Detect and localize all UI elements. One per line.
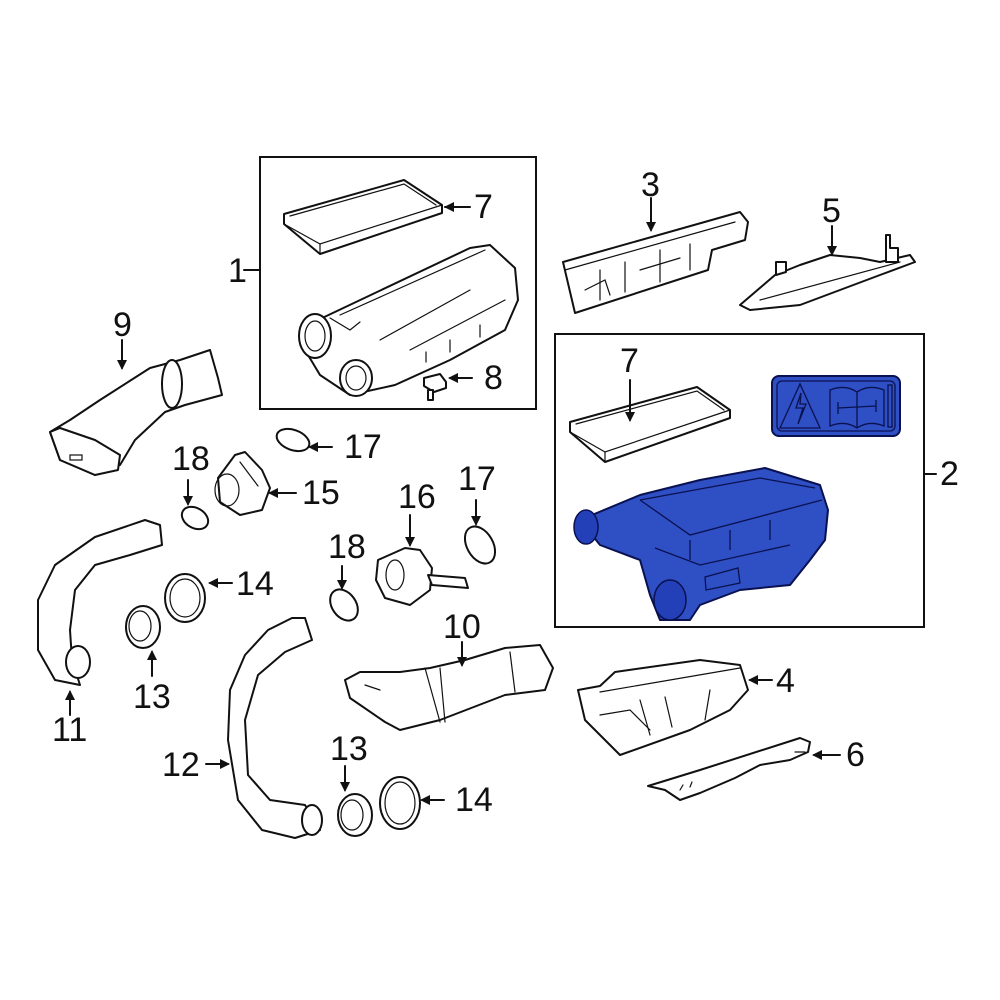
upper-cover[interactable] (562, 211, 749, 314)
lower-bracket[interactable] (577, 659, 749, 756)
air-cleaner-assembly[interactable] (298, 244, 519, 397)
callout-16[interactable]: 16 (398, 478, 436, 516)
lower-shield[interactable] (647, 737, 811, 801)
callout-10[interactable]: 10 (443, 608, 481, 646)
outlet-hose-11[interactable] (37, 519, 163, 686)
seal-13b[interactable] (337, 793, 373, 837)
sensor-part-8[interactable] (423, 373, 447, 401)
callout-18b[interactable]: 18 (328, 528, 366, 566)
air-cleaner-housing-highlighted[interactable] (573, 467, 829, 621)
callout-12[interactable]: 12 (162, 746, 200, 784)
callout-5[interactable]: 5 (822, 192, 841, 230)
service-manual-wrench-icon (829, 386, 885, 429)
clamp-18b[interactable] (324, 584, 363, 626)
seal-13a[interactable] (125, 605, 161, 649)
callout-7b[interactable]: 7 (620, 342, 639, 380)
intake-duct-10[interactable] (344, 644, 554, 731)
callout-14b[interactable]: 14 (455, 781, 493, 819)
clamp-14a[interactable] (164, 573, 206, 623)
air-filter-element-1[interactable] (283, 179, 443, 255)
callout-17a[interactable]: 17 (344, 428, 382, 466)
warning-label[interactable] (771, 375, 901, 437)
callout-1[interactable]: 1 (228, 252, 247, 290)
outlet-hose-12[interactable] (227, 617, 323, 839)
callout-13a[interactable]: 13 (133, 678, 171, 716)
clamp-14b[interactable] (379, 776, 421, 830)
callout-6[interactable]: 6 (846, 736, 865, 774)
high-voltage-warning-icon (778, 382, 822, 429)
callout-15[interactable]: 15 (302, 474, 340, 512)
group-1-box (259, 156, 537, 410)
callout-11[interactable]: 11 (52, 711, 88, 749)
air-filter-element-2[interactable] (569, 386, 731, 463)
callout-4[interactable]: 4 (776, 662, 795, 700)
intake-duct-9[interactable] (49, 349, 223, 476)
callout-3[interactable]: 3 (641, 166, 660, 204)
callout-9[interactable]: 9 (113, 306, 132, 344)
clamp-17a[interactable] (274, 425, 313, 455)
callout-7a[interactable]: 7 (474, 188, 493, 226)
group-2-box (554, 333, 925, 628)
callout-17b[interactable]: 17 (458, 460, 496, 498)
callout-2[interactable]: 2 (940, 455, 959, 493)
callout-14a[interactable]: 14 (236, 565, 274, 603)
clamp-17b[interactable] (459, 521, 502, 569)
callout-18a[interactable]: 18 (172, 440, 210, 478)
clamp-18a[interactable] (178, 502, 212, 533)
callout-13b[interactable]: 13 (330, 730, 368, 768)
maf-housing-16[interactable] (375, 547, 469, 606)
maf-housing-15[interactable] (214, 451, 271, 516)
upper-shield[interactable] (739, 234, 916, 311)
callout-8[interactable]: 8 (484, 359, 503, 397)
